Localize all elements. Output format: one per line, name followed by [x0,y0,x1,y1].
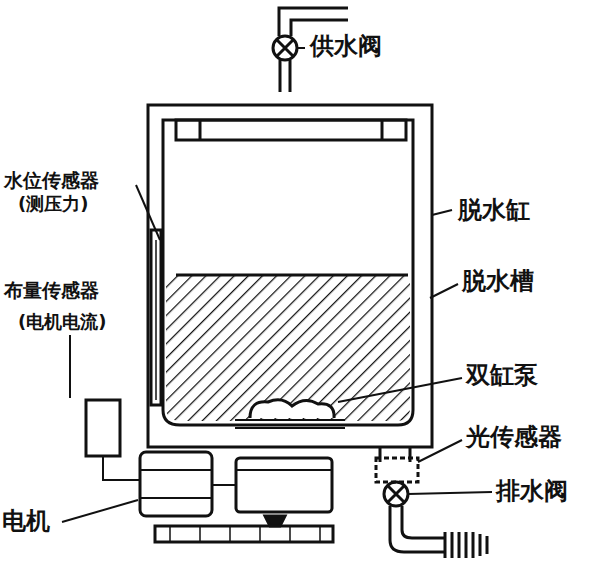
part-label: 电机 [2,508,50,534]
part-label: 供水阀 [310,33,382,59]
part-note: (测压力) [18,194,88,214]
part-label: 光传感器 [466,424,562,450]
part-label: 脱水槽 [462,268,534,294]
part-label: 排水阀 [496,478,568,504]
part-note: (电机电流) [18,312,106,332]
part-label: 双缸泵 [466,362,538,388]
part-label: 布量传感器 [4,280,99,301]
part-label: 水位传感器 [4,170,99,191]
part-label: 脱水缸 [458,197,530,223]
